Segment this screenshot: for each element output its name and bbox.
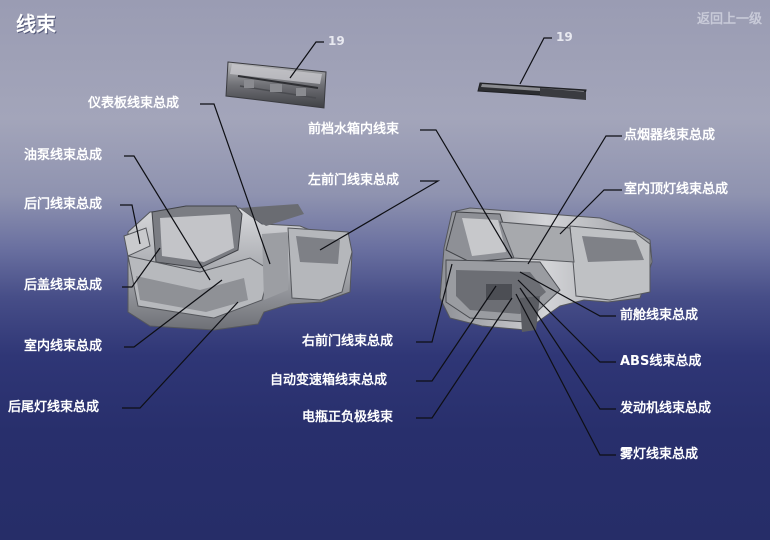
label-interior-harness[interactable]: 室内线束总成 bbox=[24, 339, 103, 354]
leader-line-igniter bbox=[527, 135, 622, 265]
label-battery-cable[interactable]: 电瓶正负极线束 bbox=[302, 410, 394, 425]
label-abs-harness[interactable]: ABS线束总成 bbox=[620, 354, 702, 369]
label-engine-harness[interactable]: 发动机线束总成 bbox=[620, 401, 712, 416]
dashboard-crossmember-image bbox=[225, 61, 327, 109]
front-car-body-image bbox=[439, 207, 653, 332]
label-dashboard-harness[interactable]: 仪表板线束总成 bbox=[88, 96, 180, 111]
leader-line-front-water-tank bbox=[420, 129, 513, 259]
page-title: 线束 bbox=[16, 12, 56, 36]
front-harness-bar-image bbox=[477, 82, 587, 100]
leader-line-trunk-lid bbox=[122, 247, 161, 288]
leader-line-engine-bay bbox=[519, 271, 616, 317]
rear-car-body-image bbox=[123, 204, 353, 331]
label-dome-lamp-harness[interactable]: 室内顶灯线束总成 bbox=[624, 182, 729, 197]
label-right-front-door-harness[interactable]: 右前门线束总成 bbox=[302, 334, 394, 349]
leader-line-tail-lamp bbox=[122, 301, 239, 409]
leader-line-dashboard-harness bbox=[200, 103, 271, 265]
leader-line-left-front-door bbox=[319, 180, 441, 251]
leader-line-interior bbox=[124, 279, 223, 348]
leader-line-rear-door bbox=[120, 204, 141, 245]
label-trunk-lid-harness[interactable]: 后盖线束总成 bbox=[24, 278, 103, 293]
label-oil-pump-harness[interactable]: 油泵线束总成 bbox=[24, 148, 103, 163]
leader-line-engine bbox=[519, 287, 616, 410]
leader-line-dashboard-num bbox=[289, 41, 324, 79]
leader-line-abs bbox=[517, 279, 616, 363]
leader-line-dome-lamp bbox=[559, 189, 622, 235]
label-auto-transmission-harness[interactable]: 自动变速箱线束总成 bbox=[270, 373, 388, 388]
label-fog-lamp-harness[interactable]: 雾灯线束总成 bbox=[620, 447, 699, 462]
front-bar-part-number: 19 bbox=[556, 30, 573, 44]
leader-line-right-front-door bbox=[416, 263, 453, 343]
leader-lines bbox=[120, 37, 622, 456]
dashboard-part-number: 19 bbox=[328, 34, 345, 48]
leader-line-front-bar-num bbox=[519, 37, 552, 85]
leader-line-battery bbox=[416, 297, 513, 419]
label-engine-bay-harness[interactable]: 前舱线束总成 bbox=[620, 308, 699, 323]
label-left-front-door-harness[interactable]: 左前门线束总成 bbox=[308, 173, 400, 188]
label-rear-door-harness[interactable]: 后门线束总成 bbox=[24, 197, 103, 212]
leader-line-auto-transmission bbox=[416, 285, 497, 382]
label-tail-lamp-harness[interactable]: 后尾灯线束总成 bbox=[8, 400, 100, 415]
back-link[interactable]: 返回上一级 bbox=[696, 12, 762, 27]
leader-line-fog-lamp bbox=[515, 293, 616, 456]
leader-line-oil-pump bbox=[124, 155, 211, 281]
label-front-water-tank-harness[interactable]: 前档水箱内线束 bbox=[308, 122, 400, 137]
label-igniter-harness[interactable]: 点烟器线束总成 bbox=[624, 128, 716, 143]
